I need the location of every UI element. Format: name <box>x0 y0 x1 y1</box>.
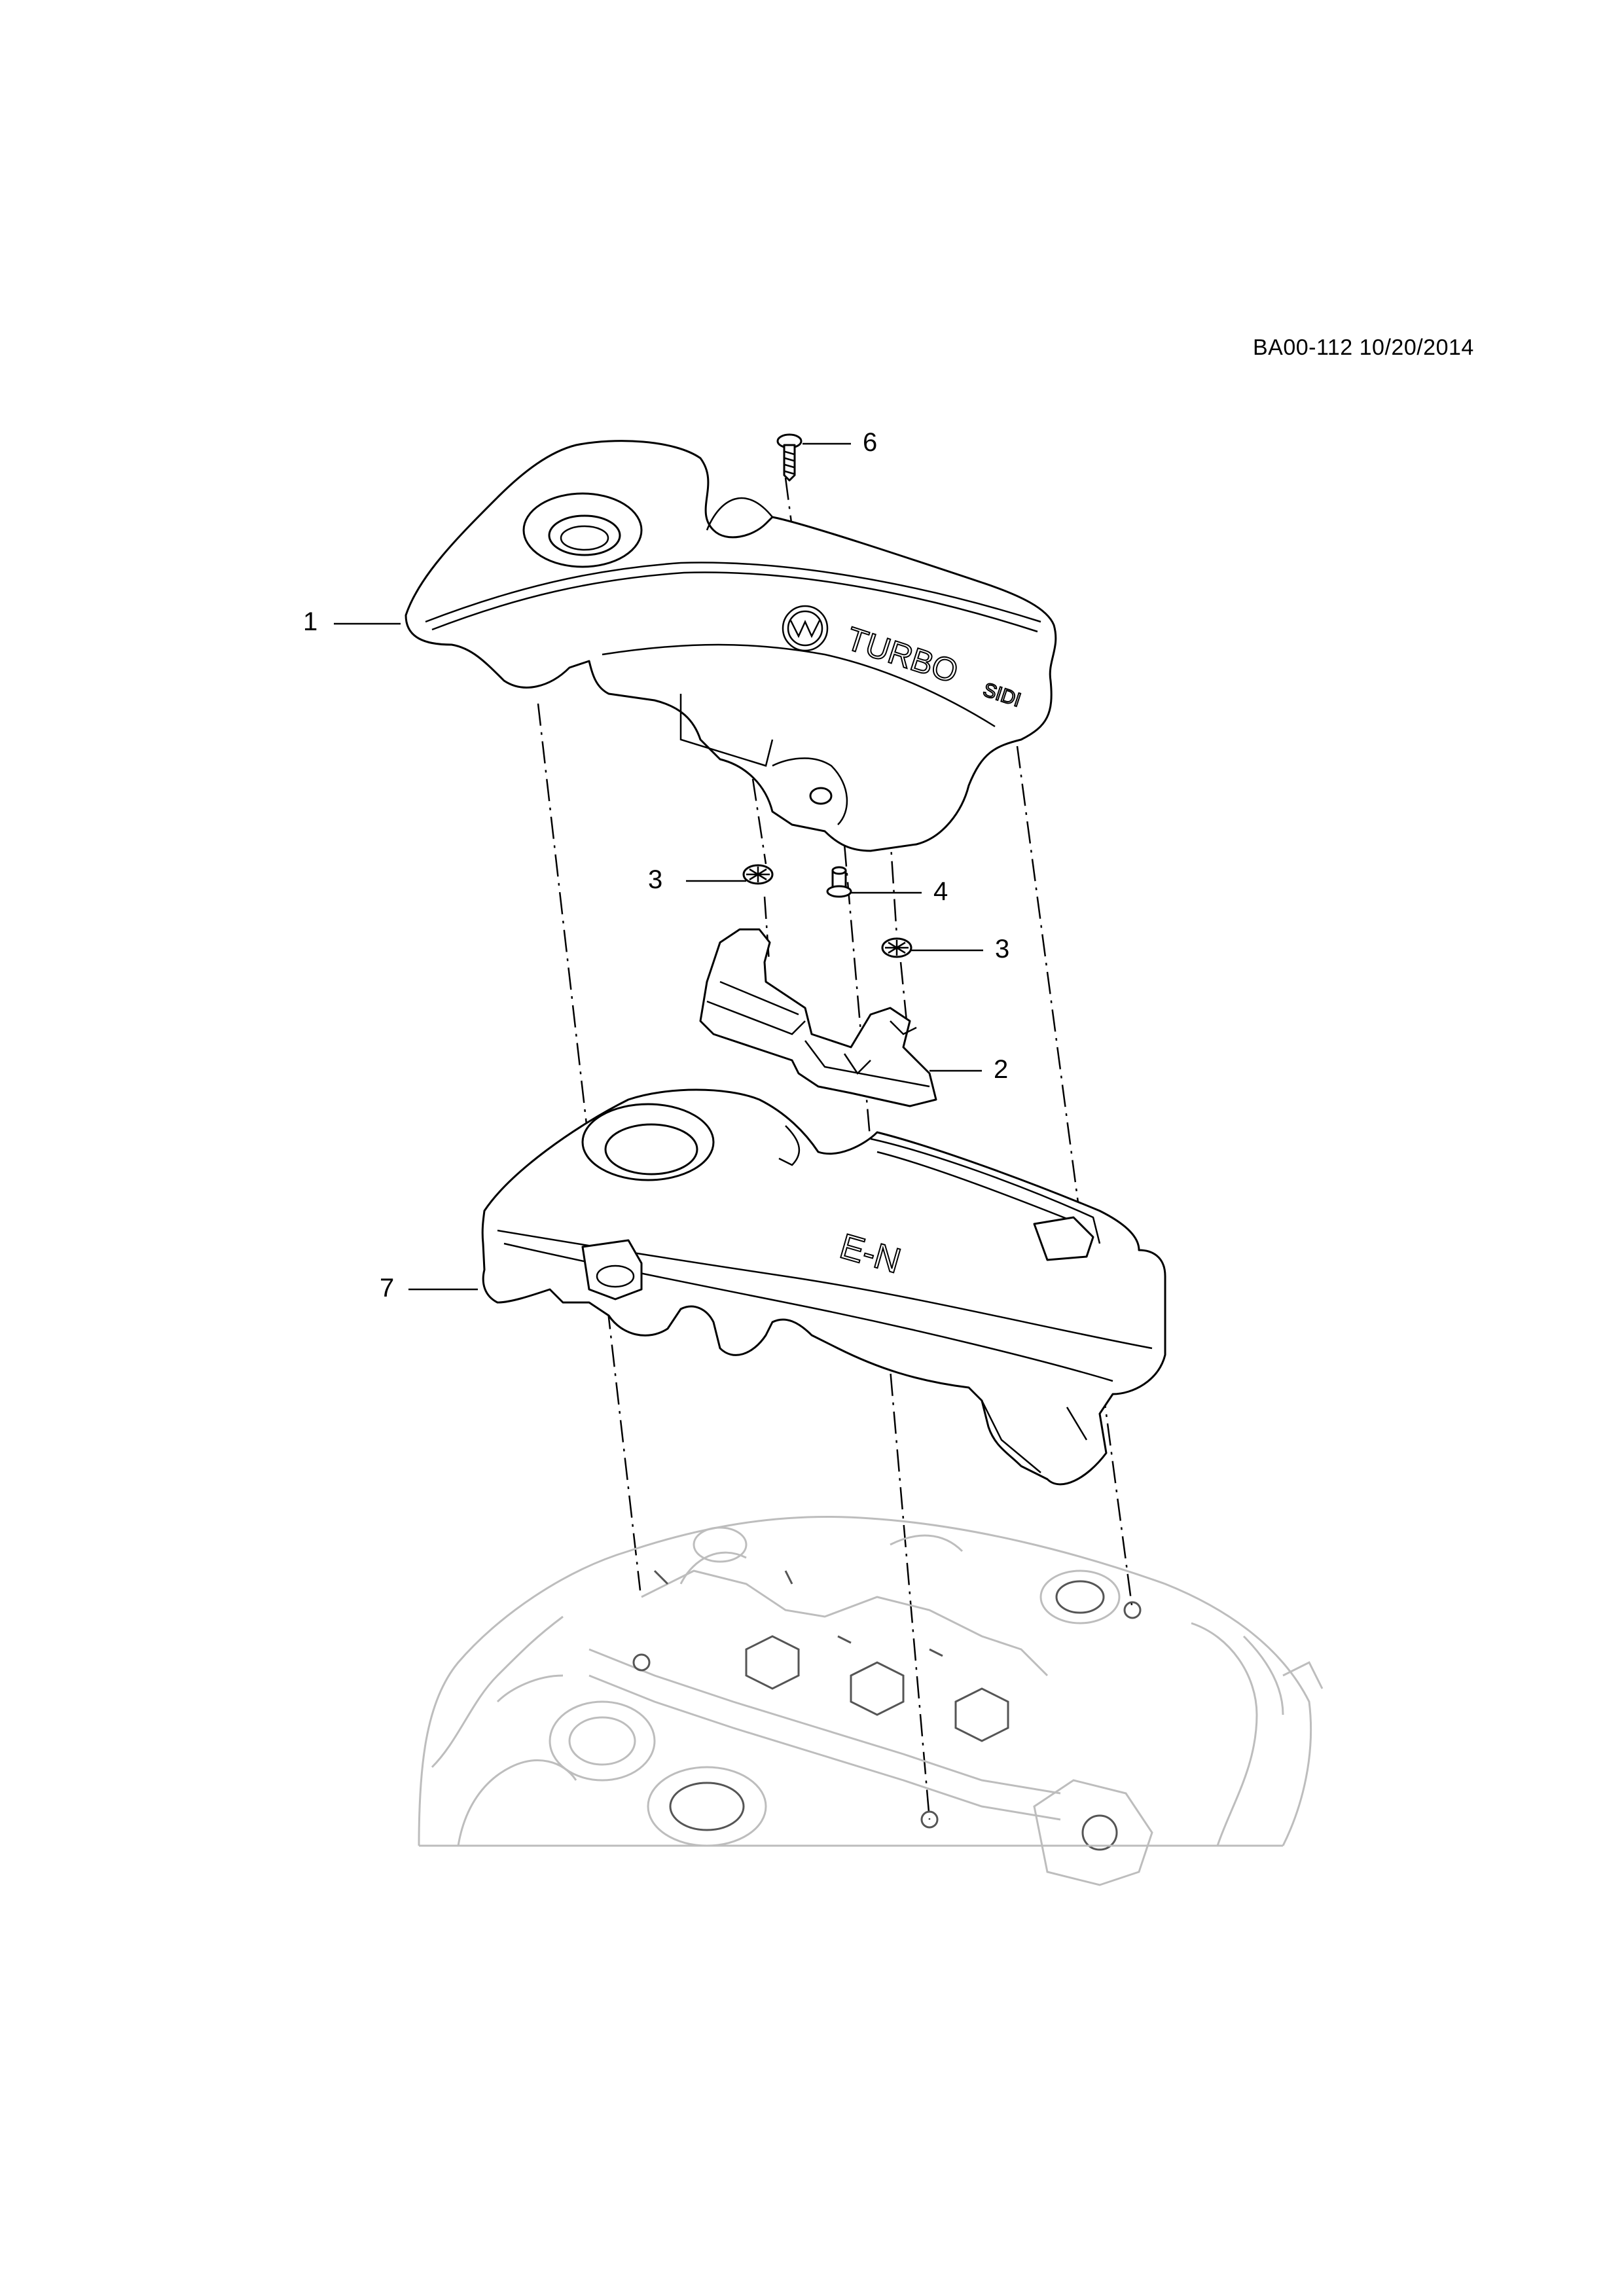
upper-engine-cover-part-1: TURBO SIDI <box>405 440 1057 852</box>
engine-assembly-background <box>418 1515 1324 1886</box>
stud-part-4 <box>826 866 852 898</box>
grommet-part-3-upper <box>742 864 774 885</box>
leader-lines <box>334 442 983 1291</box>
lower-engine-cover-part-7: E-N <box>481 1088 1166 1486</box>
callout-4: 4 <box>933 877 948 906</box>
callout-6: 6 <box>863 428 878 457</box>
diagram-reference-code: BA00-112 10/20/2014 <box>1253 335 1474 360</box>
callout-3-upper: 3 <box>648 865 663 894</box>
bracket-part-2 <box>699 928 937 1107</box>
callout-2: 2 <box>994 1055 1009 1084</box>
callout-7: 7 <box>380 1274 395 1302</box>
callout-3-lower: 3 <box>995 935 1010 963</box>
bolt-part-6 <box>776 433 803 482</box>
grommet-part-3-lower <box>881 937 912 958</box>
callout-1: 1 <box>303 607 318 636</box>
